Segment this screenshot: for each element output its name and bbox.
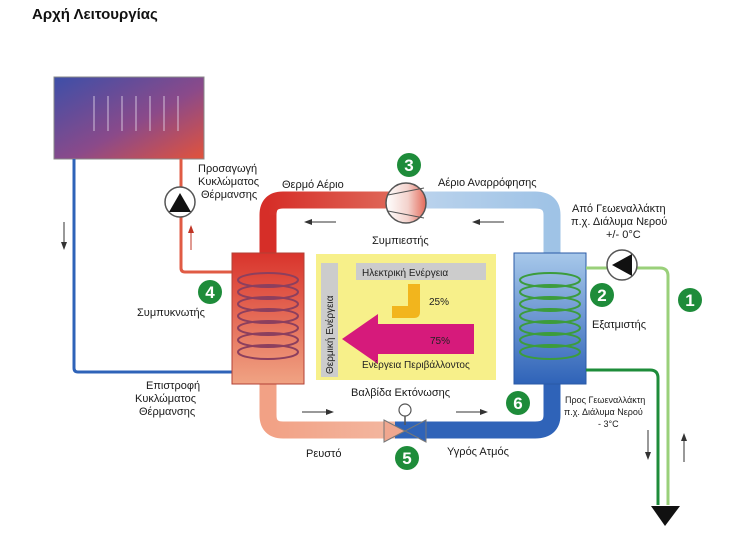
flow-arrow-down-icon: [61, 222, 67, 250]
expansion-valve-label: Βαλβίδα Εκτόνωσης: [351, 387, 450, 399]
liquid-label: Ρευστό: [306, 448, 342, 460]
marker-2: 2: [590, 283, 614, 307]
compressor-label: Συμπιεστής: [372, 235, 429, 247]
environment-energy-label: Ενέργεια Περιβάλλοντος: [362, 359, 470, 371]
electric-energy-percent: 25%: [429, 297, 449, 308]
to-ground-label-line2: π.χ. Διάλυμα Νερού: [564, 407, 643, 417]
thermal-energy-label: Θερμική Ενέργεια: [324, 295, 336, 374]
heating-return-pipe: [72, 159, 232, 374]
marker-6: 6: [506, 391, 530, 415]
flow-arrow-right-icon: [302, 409, 334, 415]
svg-text:2: 2: [597, 286, 606, 305]
marker-4: 4: [198, 280, 222, 304]
svg-text:1: 1: [685, 291, 694, 310]
page-title: Αρχή Λειτουργίας: [32, 6, 158, 23]
condenser: [231, 252, 305, 385]
hot-gas-label: Θερμό Αέριο: [282, 179, 344, 191]
ground-loop-pipes: [586, 266, 670, 505]
flow-arrow-right-icon: [456, 409, 488, 415]
supply-label-line2: Κυκλώματος: [198, 176, 259, 188]
ground-pump-icon: [606, 249, 638, 281]
wet-vapor-label: Υγρός Ατμός: [447, 446, 509, 458]
supply-label-line3: Θέρμανσης: [201, 189, 257, 201]
evaporator-label: Εξατμιστής: [592, 319, 646, 331]
flow-arrow-up-icon: [681, 433, 687, 462]
evaporator: [513, 252, 587, 385]
compressor-icon: [385, 182, 427, 224]
flow-arrow-left-icon: [304, 219, 336, 225]
heating-supply-pipe: [179, 159, 232, 274]
energy-balance-panel: Ηλεκτρική Ενέργεια 25% 75% Ενέργεια Περι…: [316, 254, 496, 380]
supply-label-line1: Προσαγωγή: [198, 163, 257, 175]
return-label-line1: Επιστροφή: [146, 380, 200, 392]
from-ground-label-line2: π.χ. Διάλυμα Νερού: [571, 216, 667, 228]
ground-loop-arrow-icon: [651, 506, 680, 526]
from-ground-label-line1: Από Γεωεναλλάκτη: [572, 203, 666, 215]
flow-arrow-left-icon: [472, 219, 504, 225]
marker-1: 1: [678, 288, 702, 312]
radiator: [53, 76, 205, 160]
marker-3: 3: [397, 153, 421, 177]
to-ground-label-line1: Προς Γεωεναλλάκτη: [565, 395, 645, 405]
svg-text:3: 3: [404, 156, 413, 175]
return-label-line2: Κυκλώματος: [135, 393, 196, 405]
condenser-label: Συμπυκνωτής: [137, 307, 205, 319]
expansion-valve-icon: [383, 403, 427, 443]
environment-energy-percent: 75%: [430, 336, 450, 347]
svg-text:5: 5: [402, 449, 411, 468]
return-label-line3: Θέρμανσης: [139, 406, 195, 418]
supply-pump-icon: [164, 186, 196, 218]
svg-text:4: 4: [205, 283, 215, 302]
flow-arrow-down-icon: [645, 430, 651, 460]
flow-arrow-up-icon: [188, 225, 194, 250]
from-ground-label-line3: +/- 0°C: [606, 229, 641, 241]
to-ground-label-line3: - 3°C: [598, 419, 619, 429]
marker-5: 5: [395, 446, 419, 470]
electric-energy-label: Ηλεκτρική Ενέργεια: [362, 267, 448, 279]
svg-text:6: 6: [513, 394, 522, 413]
suction-gas-label: Αέριο Αναρρόφησης: [438, 177, 537, 189]
